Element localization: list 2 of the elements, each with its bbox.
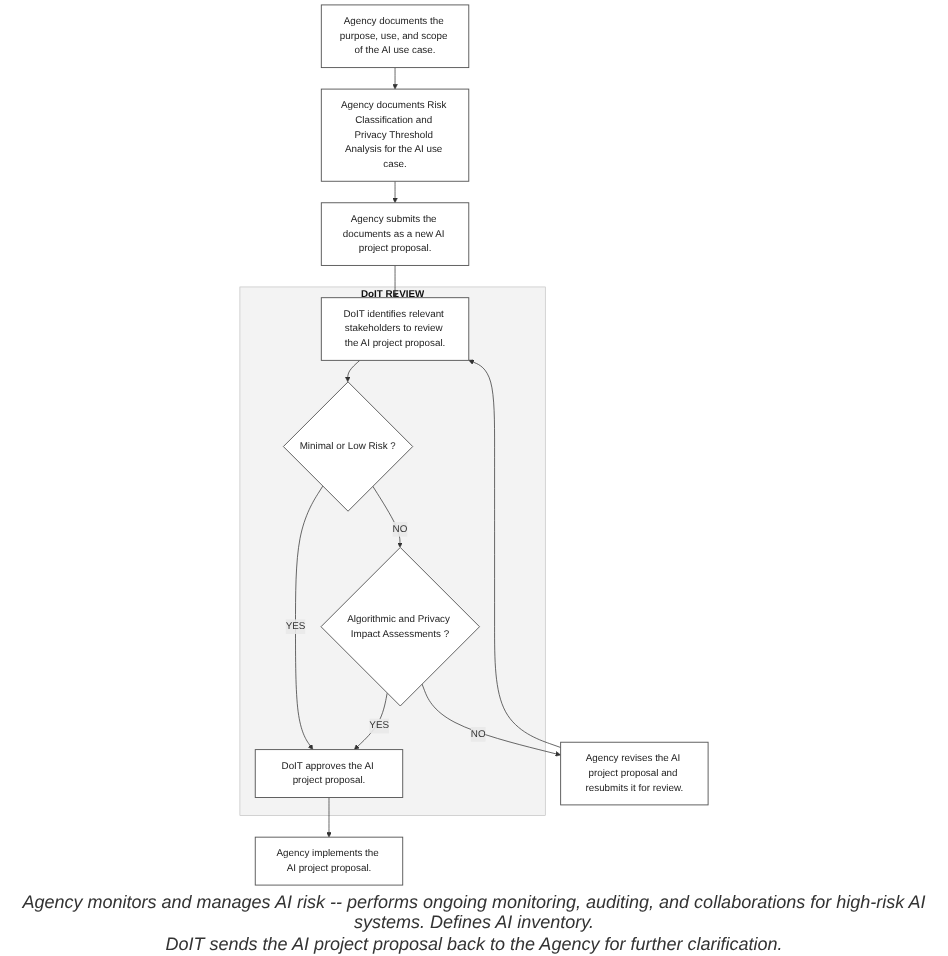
node-note: Agency monitors and manages AI risk -- performs ongoing monitoring, auditing, and collaborations for high-risk AI systems. Defines AI inventory.	[20, 892, 928, 932]
note-text: DoIT sends the AI project proposal back to the Agency for further clarification.	[163, 934, 785, 954]
